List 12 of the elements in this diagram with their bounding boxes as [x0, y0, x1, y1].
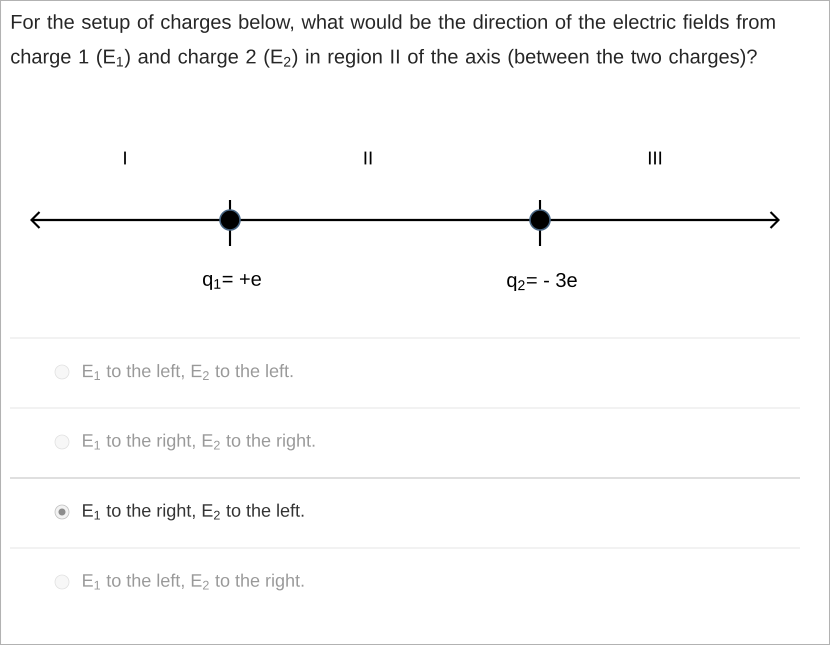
point-charge — [529, 200, 551, 246]
answer-option: E$_{1}$ to the left, E$_{2}$ to the left. — [83, 364, 292, 380]
region-label: II — [364, 152, 372, 164]
question-text: For the setup of charges below, what would be the direction of the electric fields from charge 1 (E$_{1}$) and charge 2 (E$_{2}$) in region II of the axis (between the two charges)? — [11, 14, 775, 68]
answer-option: E$_{1}$ to the left, E$_{2}$ to the right. — [83, 574, 304, 590]
charge-label: q$_{1}$= +e — [203, 274, 261, 290]
answer-option: E$_{1}$ to the right, E$_{2}$ to the left. — [83, 504, 304, 520]
charge-label: q$_{2}$= - 3e — [507, 272, 577, 292]
region-label: I — [124, 152, 126, 164]
region-label: III — [648, 152, 662, 164]
answer-option: E$_{1}$ to the right, E$_{2}$ to the right. — [83, 434, 314, 450]
point-charge — [219, 200, 241, 246]
